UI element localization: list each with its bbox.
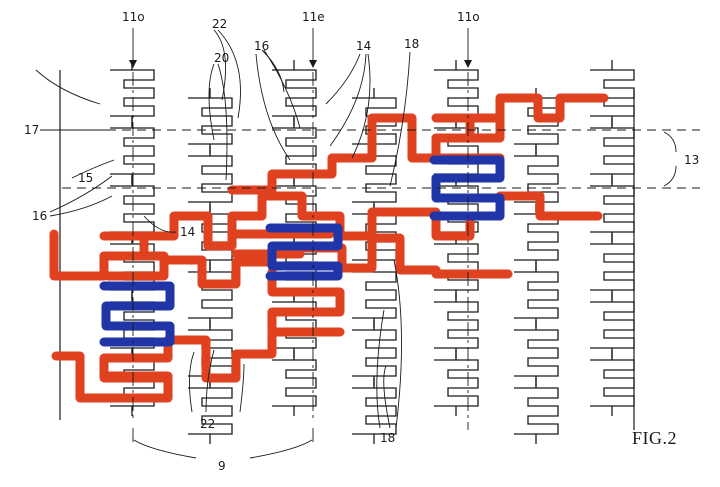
label-9: 9: [218, 459, 226, 473]
strut-cell: [589, 233, 635, 301]
arrow-mid: [309, 60, 317, 68]
red-highlight-paths: [49, 93, 609, 403]
strut-cell: [187, 87, 233, 155]
reference-numerals: 22 20 16 14 18 17 15 16 14 13 22 18 9: [24, 17, 699, 473]
column-axes: [129, 28, 472, 430]
label-14-left: 14: [180, 225, 195, 239]
label-20: 20: [214, 51, 229, 65]
label-col-right: 11o: [457, 10, 480, 24]
bracket-9: [132, 428, 314, 459]
strut-cell: [589, 175, 635, 243]
blue-highlight-paths: [99, 155, 505, 347]
red-path-middle-loop: [99, 229, 335, 261]
strut-cell: [271, 291, 317, 359]
strut-cell: [109, 59, 155, 127]
blue-loop-right: [429, 155, 505, 221]
label-17: 17: [24, 123, 39, 137]
label-18-bottom: 18: [380, 431, 395, 445]
label-col-mid: 11e: [302, 10, 325, 24]
strut-cell: [271, 59, 317, 127]
strut-cell: [187, 145, 233, 213]
strut-cell: [433, 291, 479, 359]
label-16-top: 16: [254, 39, 269, 53]
strut-cell: [589, 59, 635, 127]
label-14-top: 14: [356, 39, 371, 53]
strut-cell: [187, 261, 233, 329]
label-15: 15: [78, 171, 93, 185]
strut-cell: [433, 349, 479, 417]
label-13: 13: [684, 153, 699, 167]
strut-cell: [589, 291, 635, 359]
strut-cell: [513, 261, 559, 329]
blue-loop-left: [99, 281, 175, 347]
label-22-top: 22: [212, 17, 227, 31]
arrow-left: [129, 60, 137, 68]
column-labels: 11o 11e 11o: [122, 10, 480, 24]
label-18-top: 18: [404, 37, 419, 51]
strut-cell: [513, 319, 559, 387]
label-col-left: 11o: [122, 10, 145, 24]
strut-cell: [433, 233, 479, 301]
arrow-right: [464, 60, 472, 68]
strut-cell: [271, 349, 317, 417]
reference-lines: [62, 129, 700, 189]
label-22-bottom: 22: [200, 417, 215, 431]
strut-cell: [187, 377, 233, 445]
stent-strut-pattern: [59, 59, 635, 445]
figure-caption: FIG.2: [632, 428, 677, 448]
leader-lines: [35, 29, 411, 429]
strut-cell: [513, 377, 559, 445]
strut-cell: [589, 117, 635, 185]
label-16-left: 16: [32, 209, 47, 223]
bracket-13: [663, 131, 677, 187]
red-path-bottom: [51, 329, 277, 403]
strut-cell: [351, 319, 397, 387]
strut-cell: [589, 349, 635, 417]
blue-loop-middle: [265, 223, 343, 281]
strut-cell: [109, 117, 155, 185]
